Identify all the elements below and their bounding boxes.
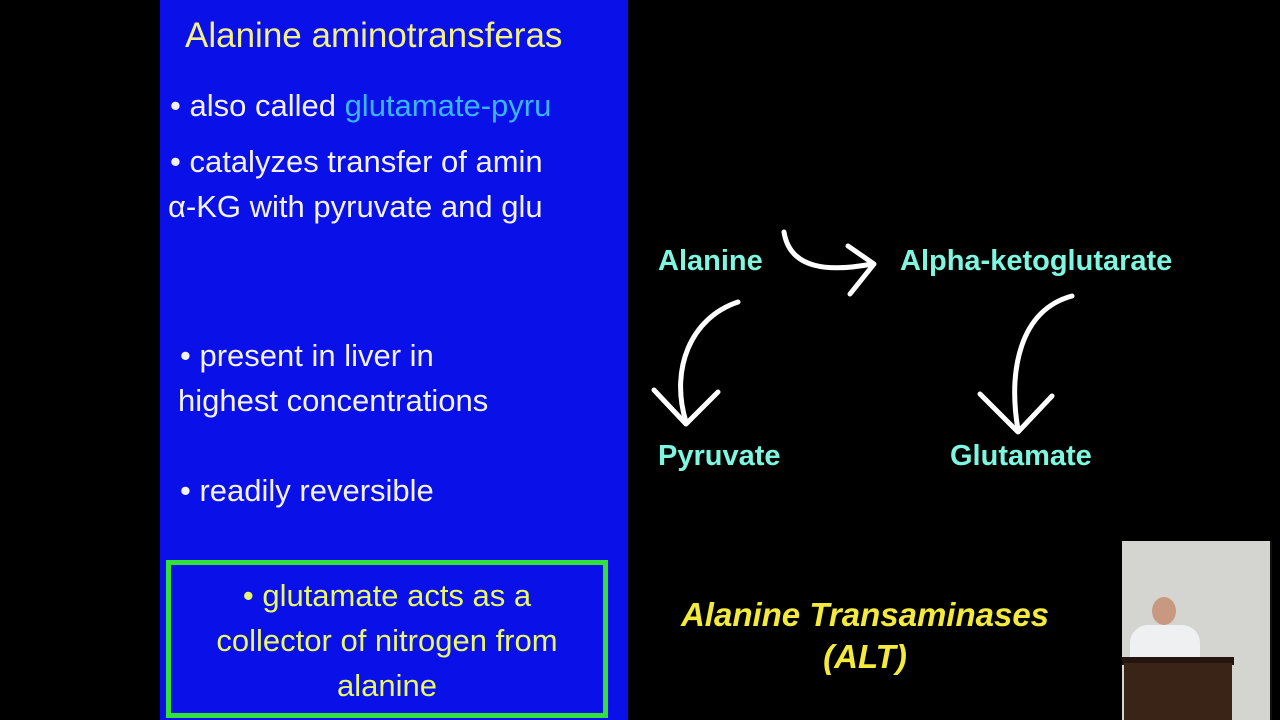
callout-line: alanine — [337, 668, 437, 703]
arrow-akg-to-glutamate-head — [977, 391, 1055, 435]
bullet-present-line1: • present in liver in — [180, 338, 434, 373]
node-alpha-ketoglutarate: Alpha-ketoglutarate — [900, 245, 1173, 277]
bullet-reversible: • readily reversible — [180, 473, 434, 508]
arrow-alanine-to-pyruvate-head — [651, 387, 721, 427]
bullet-present-line2: highest concentrations — [178, 383, 489, 418]
slide-title: Alanine aminotransferas — [185, 16, 563, 55]
alt-caption: Alanine Transaminases (ALT) — [665, 594, 1065, 678]
node-pyruvate: Pyruvate — [658, 440, 781, 472]
caption-line-2: (ALT) — [823, 638, 907, 675]
arrow-alanine-to-pyruvate — [678, 299, 741, 425]
arrow-akg-to-glutamate — [1012, 293, 1075, 433]
arrow-alanine-to-akg-head — [845, 243, 877, 297]
highlighted-term: glutamate-pyru — [344, 88, 552, 123]
caption-line-1: Alanine Transaminases — [680, 596, 1050, 633]
inset-edge — [1270, 541, 1272, 720]
node-alanine: Alanine — [658, 245, 763, 277]
speaker-head — [1152, 597, 1176, 625]
bullet-text: • also called — [170, 88, 345, 123]
lecture-slide: Alanine aminotransferas • also called gl… — [160, 0, 628, 720]
callout-box: • glutamate acts as a collector of nitro… — [166, 560, 608, 718]
callout-line: • glutamate acts as a — [242, 578, 532, 613]
node-glutamate: Glutamate — [950, 440, 1092, 472]
podium — [1124, 663, 1232, 720]
bullet-catalyzes-line1: • catalyzes transfer of amin — [170, 144, 543, 179]
bullet-also-called: • also called glutamate-pyru — [170, 88, 551, 124]
speaker-video-inset — [1122, 541, 1272, 720]
podium-top — [1122, 657, 1234, 665]
arrow-alanine-to-akg — [781, 229, 875, 271]
bullet-catalyzes-line2: α-KG with pyruvate and glu — [168, 189, 543, 224]
callout-line: collector of nitrogen from — [216, 623, 558, 658]
